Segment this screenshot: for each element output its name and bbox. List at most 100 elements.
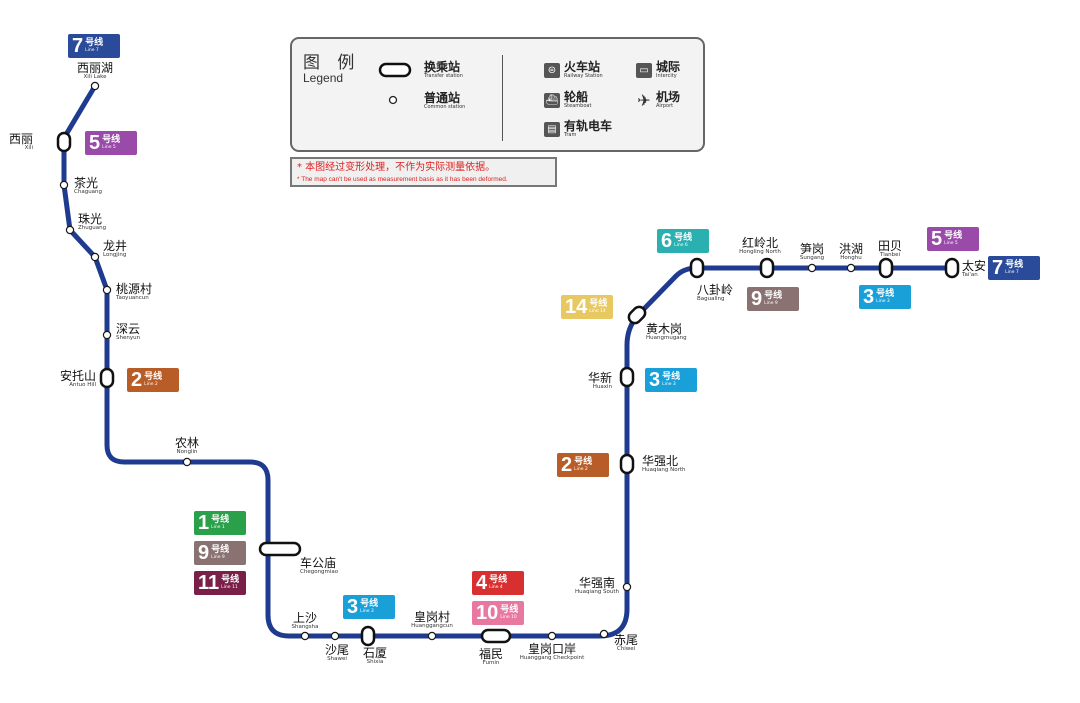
station-marker-honghu[interactable]: [846, 263, 856, 273]
legend-divider: [502, 55, 503, 141]
station-marker-chegongmiao[interactable]: [258, 541, 302, 557]
station-marker-xilihu[interactable]: [90, 81, 100, 91]
station-marker-sungang[interactable]: [807, 263, 817, 273]
station-marker-fumin[interactable]: [480, 628, 512, 644]
line-name-en: Line 11: [221, 584, 238, 590]
line-suffix: 号线: [221, 574, 240, 585]
station-marker-taian[interactable]: [944, 257, 960, 279]
station-marker-huaqiangnan[interactable]: [622, 582, 632, 592]
station-marker-huanggangcun[interactable]: [427, 631, 437, 641]
station-marker-huangmugang[interactable]: [626, 304, 647, 325]
station-marker-honglingbei[interactable]: [759, 257, 775, 279]
station-name-cn: 深云: [116, 322, 141, 336]
station-marker-huaxin[interactable]: [619, 366, 635, 388]
station-name-en: Huaqiang South: [574, 589, 620, 595]
line-number: 14: [565, 295, 588, 318]
line-name-en: Line 2: [574, 466, 588, 472]
station-marker-zhuguang[interactable]: [65, 225, 75, 235]
line-name-en: Line 6: [674, 242, 688, 248]
station-name-en: Shawei: [327, 656, 347, 662]
line-name-en: Line 9: [211, 554, 225, 560]
station-name-en: Zhuguang: [78, 225, 107, 231]
line-suffix: 号线: [574, 456, 593, 467]
station-name-en: Nonglin: [176, 449, 198, 455]
line-name-en: Line 9: [764, 300, 778, 306]
line-suffix: 号线: [674, 232, 693, 243]
station-marker-chaguang[interactable]: [59, 180, 69, 190]
station-marker-taoyuancun[interactable]: [102, 285, 112, 295]
station-marker-huanggangkouan[interactable]: [547, 631, 557, 641]
line-suffix: 号线: [662, 371, 681, 382]
line-number: 6: [661, 229, 673, 252]
station-marker-antuoshan[interactable]: [99, 367, 115, 389]
station-marker-nonglin[interactable]: [182, 457, 192, 467]
station-marker-bagualing[interactable]: [689, 257, 705, 279]
station-marker-longjing[interactable]: [90, 252, 100, 262]
station-name-cn: 华新: [587, 371, 612, 385]
station-name-en: Antuo Hill: [69, 382, 96, 388]
station-marker-shangsha[interactable]: [300, 631, 310, 641]
station-marker-shixia[interactable]: [360, 625, 376, 647]
station-marker-tianbei[interactable]: [878, 257, 894, 279]
intercity-icon: ▭: [636, 63, 652, 78]
line-name-en: Line 7: [85, 47, 99, 53]
ship-icon: ⛴: [544, 93, 560, 108]
line-suffix: 号线: [85, 37, 104, 48]
line-number: 7: [992, 256, 1004, 279]
station-marker-huaqiangbei[interactable]: [619, 453, 635, 475]
station-name-en: Honghu: [840, 255, 862, 261]
station-marker-shenyun[interactable]: [102, 330, 112, 340]
station-marker-shawei[interactable]: [330, 631, 340, 641]
station-marker-chiwei[interactable]: [599, 629, 609, 639]
line-number: 5: [89, 131, 101, 154]
station-marker-xili[interactable]: [56, 131, 72, 153]
line-name-en: Line 2: [144, 381, 158, 387]
